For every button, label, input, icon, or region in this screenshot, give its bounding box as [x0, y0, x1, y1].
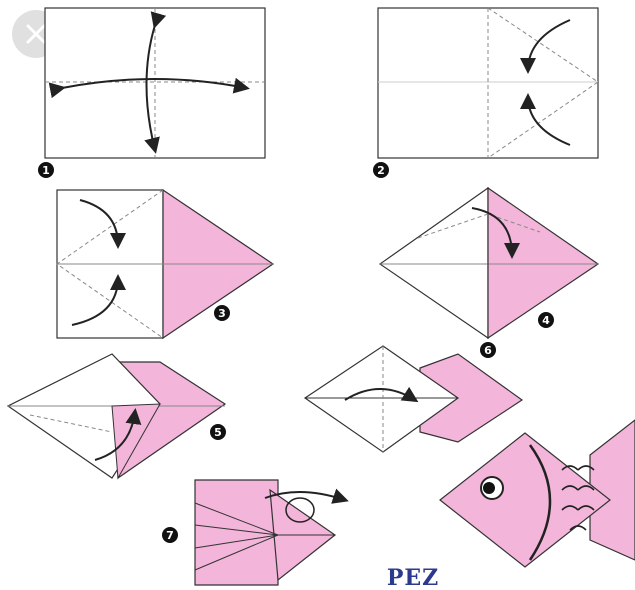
- svg-text:2: 2: [377, 164, 385, 177]
- step-5-number: 5: [210, 424, 226, 440]
- step-6: [303, 345, 524, 453]
- step-2-number: 2: [373, 162, 389, 178]
- step-4: [378, 186, 600, 340]
- step-2: [377, 7, 599, 159]
- svg-text:5: 5: [214, 426, 222, 439]
- svg-text:1: 1: [42, 164, 50, 177]
- step-4-number: 4: [538, 312, 554, 328]
- step-7-number: 7: [162, 527, 178, 543]
- step-1-number: 1: [38, 162, 54, 178]
- step-5: [6, 353, 227, 480]
- svg-text:7: 7: [166, 529, 174, 542]
- close-icon: [26, 24, 46, 44]
- step-7: [194, 479, 349, 586]
- svg-text:3: 3: [218, 307, 226, 320]
- svg-text:6: 6: [484, 344, 492, 357]
- final-fish: [439, 419, 635, 568]
- step-1: [44, 7, 266, 159]
- step-3-number: 3: [214, 305, 230, 321]
- step-6-number: 6: [480, 342, 496, 358]
- step-3: [56, 188, 275, 340]
- title-text: PEZ: [387, 565, 439, 590]
- svg-text:4: 4: [542, 314, 550, 327]
